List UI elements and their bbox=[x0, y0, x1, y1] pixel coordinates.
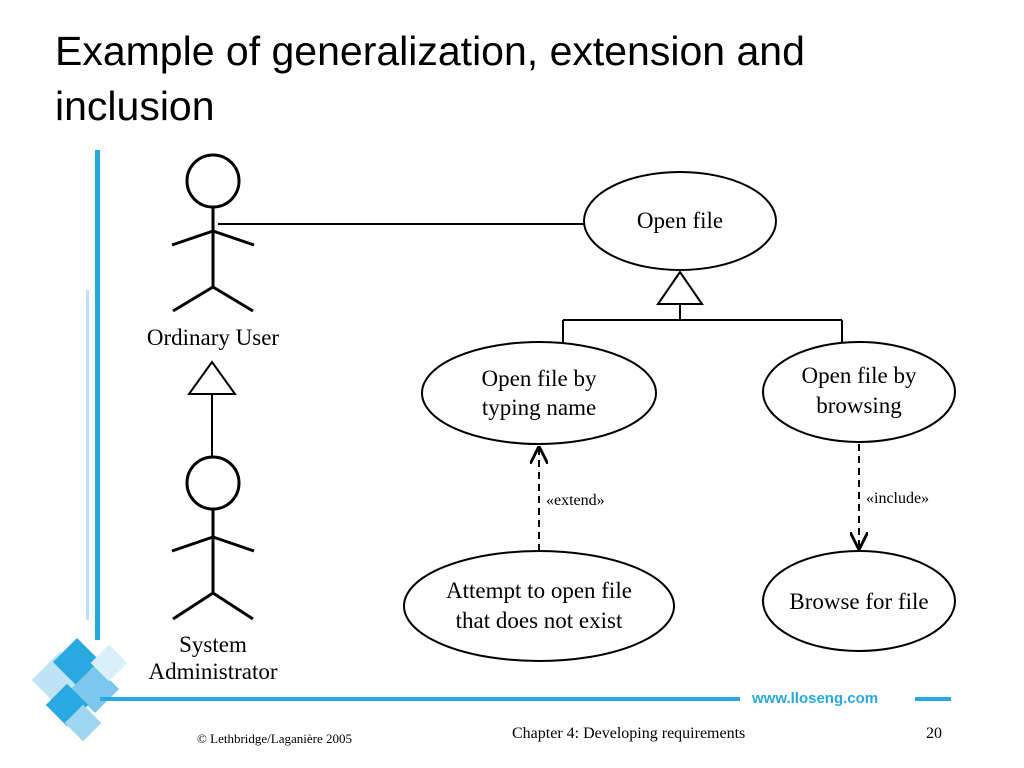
actor-ordinary-user bbox=[171, 153, 255, 313]
generalization-arrow-actors bbox=[187, 360, 237, 456]
use-case-browse-for-file bbox=[762, 550, 956, 652]
bottom-accent-line-right bbox=[915, 697, 951, 701]
use-case-label-open-file: Open file bbox=[637, 208, 723, 233]
corner-mosaic bbox=[31, 637, 128, 742]
actor-label-system-line2: Administrator bbox=[148, 659, 277, 684]
actor-system-administrator bbox=[171, 455, 255, 621]
actor-head bbox=[185, 153, 241, 209]
footer-copyright: © Lethbridge/Laganière 2005 bbox=[197, 731, 352, 746]
include-stereotype-label: «include» bbox=[866, 490, 929, 507]
actor-label-system-line1: System bbox=[179, 632, 247, 657]
use-case-open-by-browsing bbox=[762, 341, 956, 443]
actor-head bbox=[185, 455, 241, 511]
use-case-label-browsing-line1: Open file by bbox=[802, 363, 917, 388]
use-case-label-browse: Browse for file bbox=[789, 589, 928, 614]
use-case-label-browsing-line2: browsing bbox=[816, 393, 902, 418]
slide-decoration: www.lloseng.com bbox=[31, 150, 951, 742]
use-case-attempt-open bbox=[403, 550, 675, 662]
use-case-open-by-typing bbox=[421, 341, 657, 445]
generalization-arrow-use-cases bbox=[562, 270, 843, 350]
slide-title-line1: Example of generalization, extension and bbox=[55, 28, 805, 74]
bottom-accent-line bbox=[100, 697, 740, 701]
website-logo: www.lloseng.com bbox=[751, 690, 878, 707]
use-case-label-typing-line2: typing name bbox=[482, 395, 596, 420]
left-accent-bar-light bbox=[86, 290, 89, 620]
slide-title: Example of generalization, extension and… bbox=[55, 24, 975, 134]
use-case-open-file bbox=[583, 171, 777, 271]
footer-chapter: Chapter 4: Developing requirements bbox=[512, 725, 746, 742]
use-case-label-attempt-line1: Attempt to open file bbox=[446, 578, 632, 603]
use-case-label-typing-line1: Open file by bbox=[482, 366, 597, 391]
footer-page-number: 20 bbox=[926, 725, 942, 742]
extend-stereotype-label: «extend» bbox=[546, 492, 605, 509]
actor-label-ordinary-user: Ordinary User bbox=[147, 325, 280, 350]
slide-title-line2: inclusion bbox=[55, 83, 215, 129]
left-accent-bar bbox=[95, 150, 100, 640]
use-case-label-attempt-line2: that does not exist bbox=[456, 608, 623, 633]
